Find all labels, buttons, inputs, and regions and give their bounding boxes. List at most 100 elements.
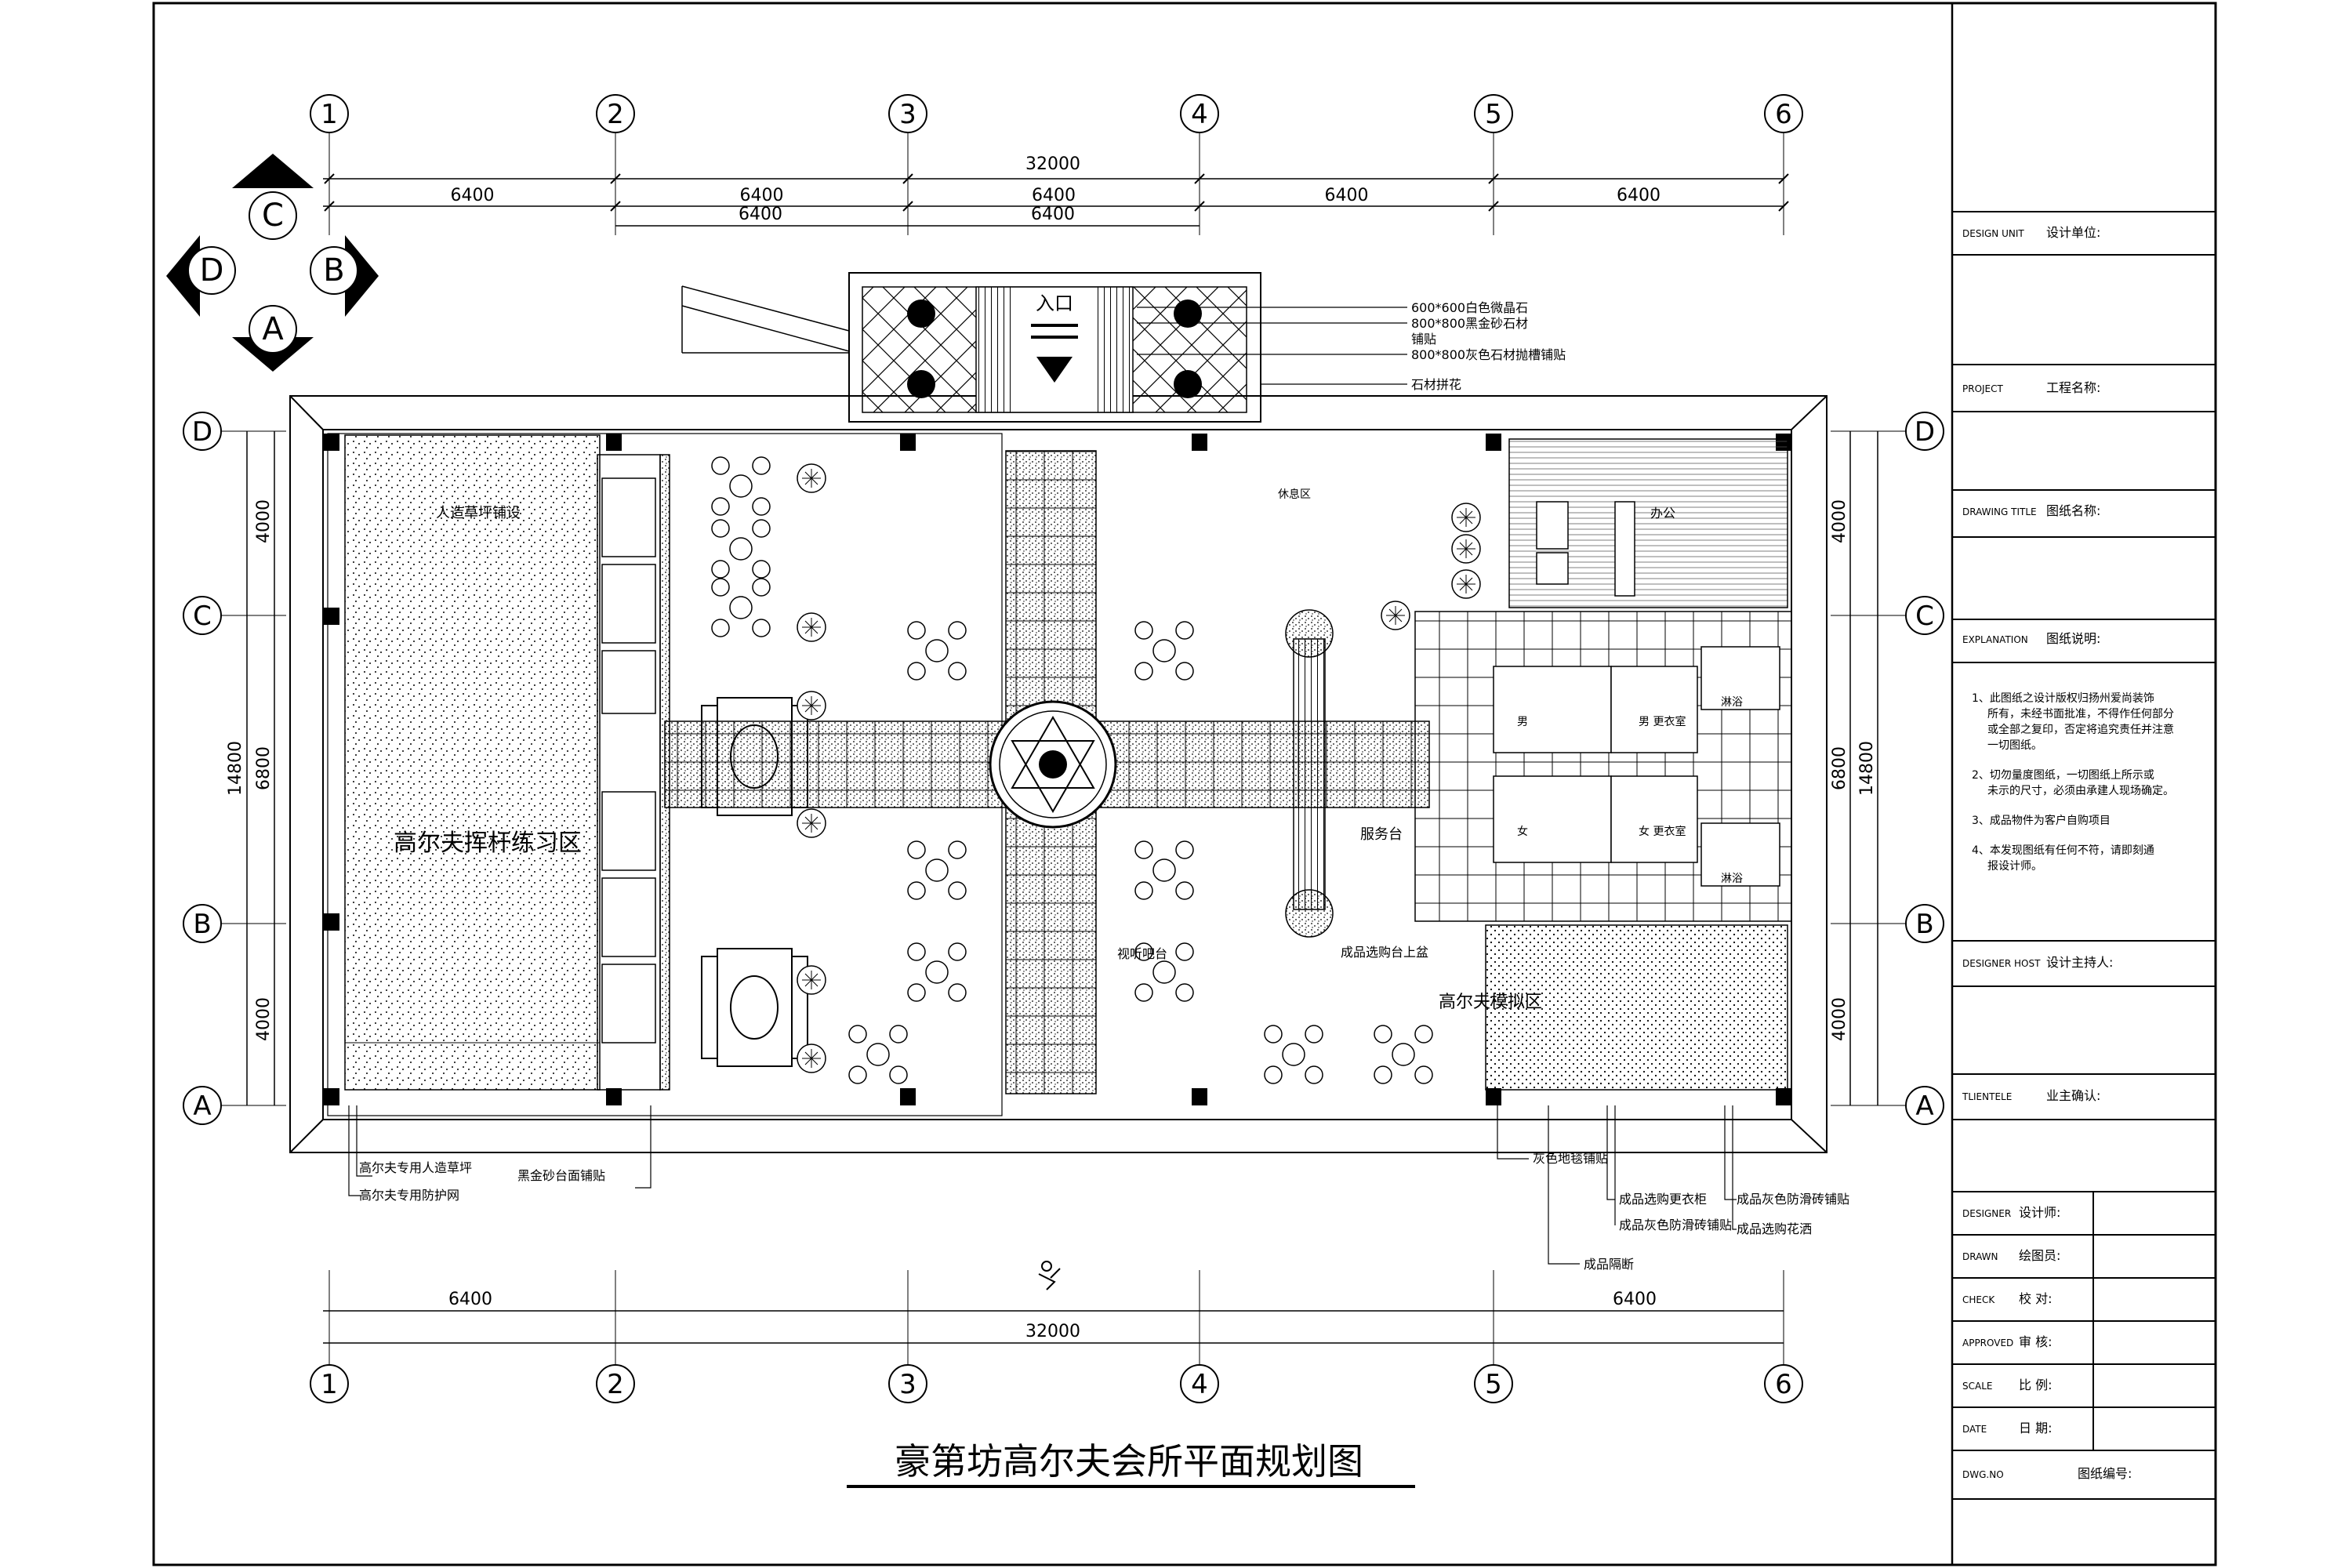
top-bay-second-2: 6400 <box>1031 205 1075 224</box>
axis-bubble-top <box>1474 94 1513 133</box>
round-table <box>925 960 949 984</box>
note-bottom-8: 成品灰色防滑砖铺贴 <box>1737 1192 1849 1207</box>
right-total: 14800 <box>1857 741 1877 796</box>
chair <box>1175 621 1194 640</box>
planters <box>797 463 1481 1073</box>
top-bay-5: 6400 <box>1617 186 1661 205</box>
planter-leaves <box>802 814 821 833</box>
scale-figure <box>1038 1261 1061 1290</box>
chair <box>1175 662 1194 681</box>
right-seg-1: 4000 <box>1830 499 1849 543</box>
axis-bubble-bottom <box>1180 1364 1219 1403</box>
chair <box>1134 942 1153 961</box>
chair <box>1264 1025 1283 1044</box>
top-total-dimension: 32000 <box>1025 154 1080 174</box>
axis-label-bottom: 1 <box>321 1369 338 1400</box>
explanation-note-2: 2、切勿量度图纸，一切图纸上所示或未示的尺寸，必须由承建人现场确定。 <box>1972 769 2174 797</box>
title-block-en: DESIGN UNIT <box>1962 228 2024 239</box>
chair <box>752 619 771 637</box>
explanation-notes: 1、此图纸之设计版权归扬州爱尚装饰所有，未经书面批准，不得作任何部分或全部之复印… <box>1972 691 2174 873</box>
chair <box>1134 840 1153 859</box>
top-bay-1: 6400 <box>451 186 495 205</box>
compass-top-letter: C <box>262 198 284 234</box>
sign-row-cn: 校 对: <box>2019 1291 2052 1306</box>
note-bottom-4: 灰色地毯铺贴 <box>1533 1151 1608 1166</box>
office-furniture <box>1536 501 1635 597</box>
service-label: 服务台 <box>1360 826 1403 843</box>
bar-label: 视听吧台 <box>1117 946 1167 961</box>
chair <box>948 621 967 640</box>
note-bottom-6: 成品灰色防滑砖铺贴 <box>1619 1218 1732 1232</box>
title-block-en: DESIGNER HOST <box>1962 958 2041 969</box>
practice-label: 高尔夫挥杆练习区 <box>394 829 582 857</box>
axis-label-top: 2 <box>607 99 624 130</box>
left-seg-2: 6800 <box>254 746 274 790</box>
chair <box>1134 983 1153 1002</box>
chair <box>948 942 967 961</box>
chair <box>848 1065 867 1084</box>
sign-row-en: APPROVED <box>1962 1338 2013 1348</box>
chair <box>948 662 967 681</box>
title-block-en: TLIENTELE <box>1962 1091 2012 1102</box>
shower-label-1: 淋浴 <box>1721 696 1743 709</box>
bottom-bay-5: 6400 <box>1613 1290 1657 1309</box>
left-total: 14800 <box>226 741 245 796</box>
note-bottom-2: 高尔夫专用防护网 <box>359 1188 459 1203</box>
bottom-bay-1: 6400 <box>448 1290 492 1309</box>
chair <box>1414 1025 1433 1044</box>
entrance-block: 入口 <box>681 272 1261 423</box>
title-block-cn: 图纸说明: <box>2046 631 2100 646</box>
sign-row-en: CHECK <box>1962 1294 1995 1305</box>
chair <box>1305 1065 1323 1084</box>
chair <box>752 456 771 475</box>
title-block-cn: 图纸名称: <box>2046 503 2100 518</box>
chair <box>907 942 926 961</box>
note-bottom-3: 黑金砂台面铺贴 <box>517 1168 605 1183</box>
planter-leaves <box>802 618 821 637</box>
sign-row-en: DESIGNER <box>1962 1208 2011 1219</box>
round-table <box>925 639 949 662</box>
title-block-cn: 业主确认: <box>2046 1088 2100 1103</box>
drawing-title: 豪第坊高尔夫会所平面规划图 <box>895 1440 1363 1483</box>
axis-bubble-top <box>310 94 349 133</box>
axis-bubble-bottom <box>1474 1364 1513 1403</box>
bottom-total-dimension: 32000 <box>1025 1322 1080 1341</box>
axis-label-left: A <box>193 1091 211 1122</box>
title-block <box>1952 211 2216 1500</box>
practice-area <box>344 434 601 1091</box>
explanation-note-4: 4、本发现图纸有任何不符，请即刻通报设计师。 <box>1972 844 2154 873</box>
compass-right-letter: B <box>323 252 344 289</box>
planter-leaves <box>1457 539 1475 558</box>
axis-label-top: 3 <box>899 99 916 130</box>
chair <box>752 560 771 579</box>
sign-row-en: DRAWN <box>1962 1251 1998 1262</box>
axis-label-bottom: 5 <box>1485 1369 1502 1400</box>
dining-tables <box>711 456 1433 1084</box>
chair <box>711 560 730 579</box>
round-table <box>1152 639 1176 662</box>
side-dimension-lines <box>246 431 1878 1105</box>
practice-top-label: 人造草坪铺设 <box>436 505 521 521</box>
entrance-notes <box>1137 307 1407 385</box>
chair <box>752 578 771 597</box>
chair <box>1175 942 1194 961</box>
chair <box>907 621 926 640</box>
chair <box>1305 1025 1323 1044</box>
chair <box>889 1025 908 1044</box>
sign-row-en: DWG.NO <box>1962 1469 2004 1480</box>
chair <box>1374 1025 1392 1044</box>
women-label: 女 <box>1517 825 1528 838</box>
round-table <box>1282 1043 1305 1066</box>
sign-row-cn: 绘图员: <box>2019 1248 2060 1263</box>
axis-bubble-top <box>888 94 927 133</box>
service-counter <box>1285 609 1334 938</box>
planter-leaves <box>802 696 821 715</box>
chair <box>848 1025 867 1044</box>
top-dimension-lines <box>323 178 1784 227</box>
round-table <box>1152 858 1176 882</box>
compass: C D B A <box>166 154 379 372</box>
axis-bubble-top <box>1764 94 1803 133</box>
